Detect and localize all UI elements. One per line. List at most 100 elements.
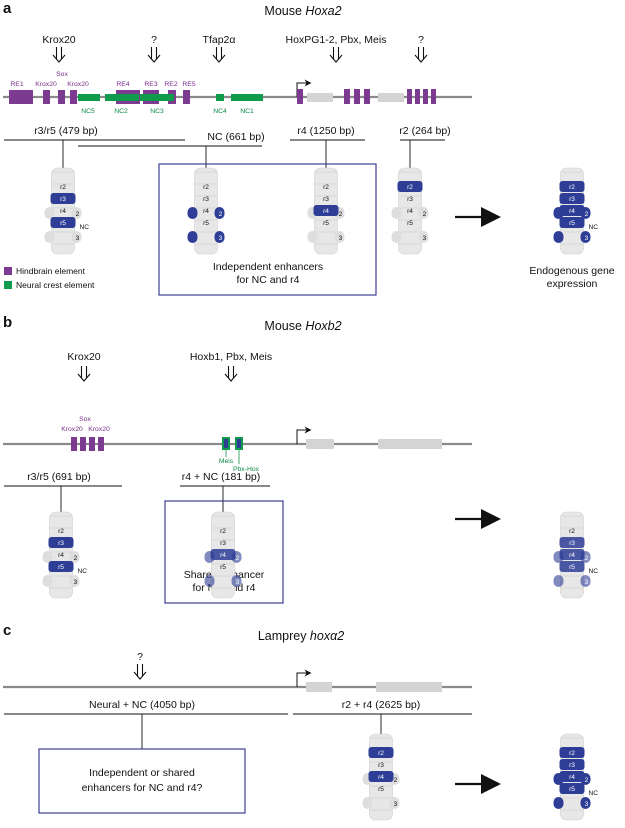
rhombomere-band: [559, 549, 585, 560]
rhombomere-label: r3: [323, 196, 329, 203]
crest-stream-label: 2: [585, 777, 589, 784]
nc-element: [216, 94, 224, 101]
rhombomere-label: r4: [60, 208, 66, 215]
hindbrain-element: [407, 89, 412, 104]
rhombomere-label: r2: [203, 184, 209, 191]
binding-arrow-icon: [329, 46, 343, 63]
binding-arrow-icon: [224, 365, 238, 382]
binding-arrow-icon: [133, 663, 147, 680]
rhombomere-label: r4: [569, 552, 575, 559]
rhombomere-label: r5: [220, 564, 226, 571]
nc-label: NC: [589, 790, 599, 797]
nc-label: NC: [78, 568, 88, 575]
promoter-arrow-icon: [296, 669, 312, 687]
crest-stream-label: 3: [585, 235, 589, 242]
rhombomere-band: [313, 205, 339, 216]
result-arrow-icon: [453, 772, 503, 796]
rhombomere-band: [368, 747, 394, 758]
crest-stream-label: 2: [74, 555, 78, 562]
hindbrain-element: [344, 89, 350, 104]
crest-stream-right: [580, 575, 591, 587]
hindbrain-element: [183, 90, 190, 104]
rhombomere-label: r5: [569, 564, 575, 571]
nc-label: NC: [80, 224, 90, 231]
binding-arrow-icon: [414, 46, 428, 63]
rhombomere-band: [48, 561, 74, 572]
region-label: r2 + r4 (2625 bp): [342, 699, 421, 711]
crest-stream-left: [553, 797, 564, 809]
element-label: RE3: [144, 81, 157, 88]
element-label: Pbx-Hox: [233, 466, 260, 473]
element-label: NC2: [114, 108, 128, 115]
rhombomere-label: r2: [569, 184, 575, 191]
crest-stream-label: 2: [236, 555, 240, 562]
rhombomere-label: r5: [60, 220, 66, 227]
result-arrow-icon: [453, 507, 503, 531]
rhombomere-band: [559, 217, 585, 228]
box-text: Independent enhancers: [213, 261, 323, 273]
crest-stream-label: 2: [339, 211, 343, 218]
crest-stream-left: [307, 231, 318, 243]
rhombomere-label: r5: [203, 220, 209, 227]
panel-title: Mouse Hoxb2: [264, 319, 341, 333]
hindbrain-element: [224, 439, 228, 448]
crest-stream-label: 3: [394, 801, 398, 808]
factor-label: ?: [137, 651, 143, 663]
nc-label: NC: [589, 224, 599, 231]
rhombomere-label: r3: [569, 196, 575, 203]
crest-stream-right: [418, 231, 429, 243]
crest-stream-left: [391, 231, 402, 243]
rhombomere-band: [397, 181, 423, 192]
hindbrain-element: [423, 89, 428, 104]
box-text: Independent or shared: [89, 767, 195, 779]
crest-stream-label: 3: [339, 235, 343, 242]
crest-stream-right: [214, 207, 225, 219]
crest-stream-label: 3: [74, 579, 78, 586]
rhombomere-label: r4: [323, 208, 329, 215]
box-text: for NC and r4: [236, 274, 299, 286]
exon: [378, 93, 404, 102]
panel-letter: a: [3, 0, 12, 17]
element-label: RE1: [10, 81, 23, 88]
crest-stream-right: [580, 231, 591, 243]
crest-stream-left: [187, 207, 198, 219]
crest-stream-label: 2: [585, 555, 589, 562]
enhancer-box: [164, 500, 284, 604]
element-label: NC4: [213, 108, 227, 115]
crest-stream-left: [44, 231, 55, 243]
element-label: Sox: [56, 71, 68, 78]
exon: [306, 682, 332, 692]
rhombomere-band: [559, 537, 585, 548]
nc-label: NC: [589, 568, 599, 575]
crest-stream-label: 3: [585, 579, 589, 586]
binding-arrow-icon: [212, 46, 226, 63]
binding-arrow-icon: [147, 46, 161, 63]
crest-stream-right: [334, 231, 345, 243]
crest-stream-left: [42, 551, 53, 563]
rhombomere-label: r3: [58, 540, 64, 547]
element-label: Sox: [79, 416, 91, 423]
factor-label: ?: [418, 34, 424, 46]
rhombomere-label: r3: [569, 540, 575, 547]
exon: [307, 93, 333, 102]
exon: [376, 682, 442, 692]
crest-stream-right: [418, 207, 429, 219]
factor-label: ?: [151, 34, 157, 46]
element-label: RE5: [182, 81, 195, 88]
crest-stream-left: [553, 575, 564, 587]
hindbrain-element: [431, 89, 436, 104]
hindbrain-element: [71, 437, 77, 451]
panel-c: c Lamprey hoxα2 ? Neural + NC (4050 bp) …: [3, 622, 503, 814]
rhombomere-band: [559, 771, 585, 782]
hindbrain-element: [9, 90, 33, 104]
crest-stream-left: [391, 207, 402, 219]
rhombomere-label: r2: [569, 750, 575, 757]
crest-stream-right: [214, 231, 225, 243]
region-label: r3/r5 (691 bp): [27, 471, 91, 483]
exon: [306, 439, 334, 449]
element-label: Krox20: [88, 426, 110, 433]
